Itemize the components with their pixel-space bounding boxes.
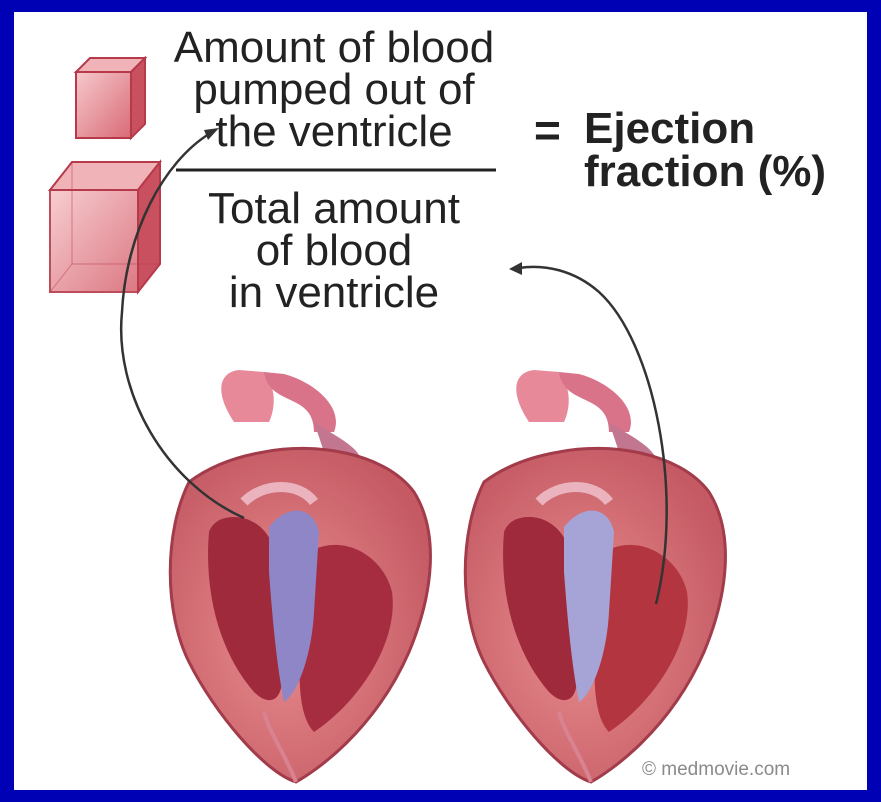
heart-contracted-illustration (170, 370, 430, 782)
denominator-line-1: Total amount (164, 187, 504, 231)
denominator-line-2: of blood (164, 229, 504, 273)
equals-sign: = (534, 107, 561, 153)
result-line-1: Ejection (584, 107, 755, 151)
numerator-line-2: pumped out of (164, 68, 504, 112)
heart-relaxed-illustration (465, 370, 725, 782)
small-cube-icon (76, 58, 145, 138)
large-cube-icon (50, 162, 160, 292)
denominator-line-3: in ventricle (164, 271, 504, 315)
numerator-line-3: the ventricle (164, 110, 504, 154)
result-line-2: fraction (%) (584, 150, 826, 194)
arrow-head-denominator-icon (509, 262, 522, 275)
numerator-line-1: Amount of blood (164, 26, 504, 70)
credit-watermark: © medmovie.com (642, 760, 790, 779)
diagram-frame: Amount of blood pumped out of the ventri… (14, 12, 867, 790)
